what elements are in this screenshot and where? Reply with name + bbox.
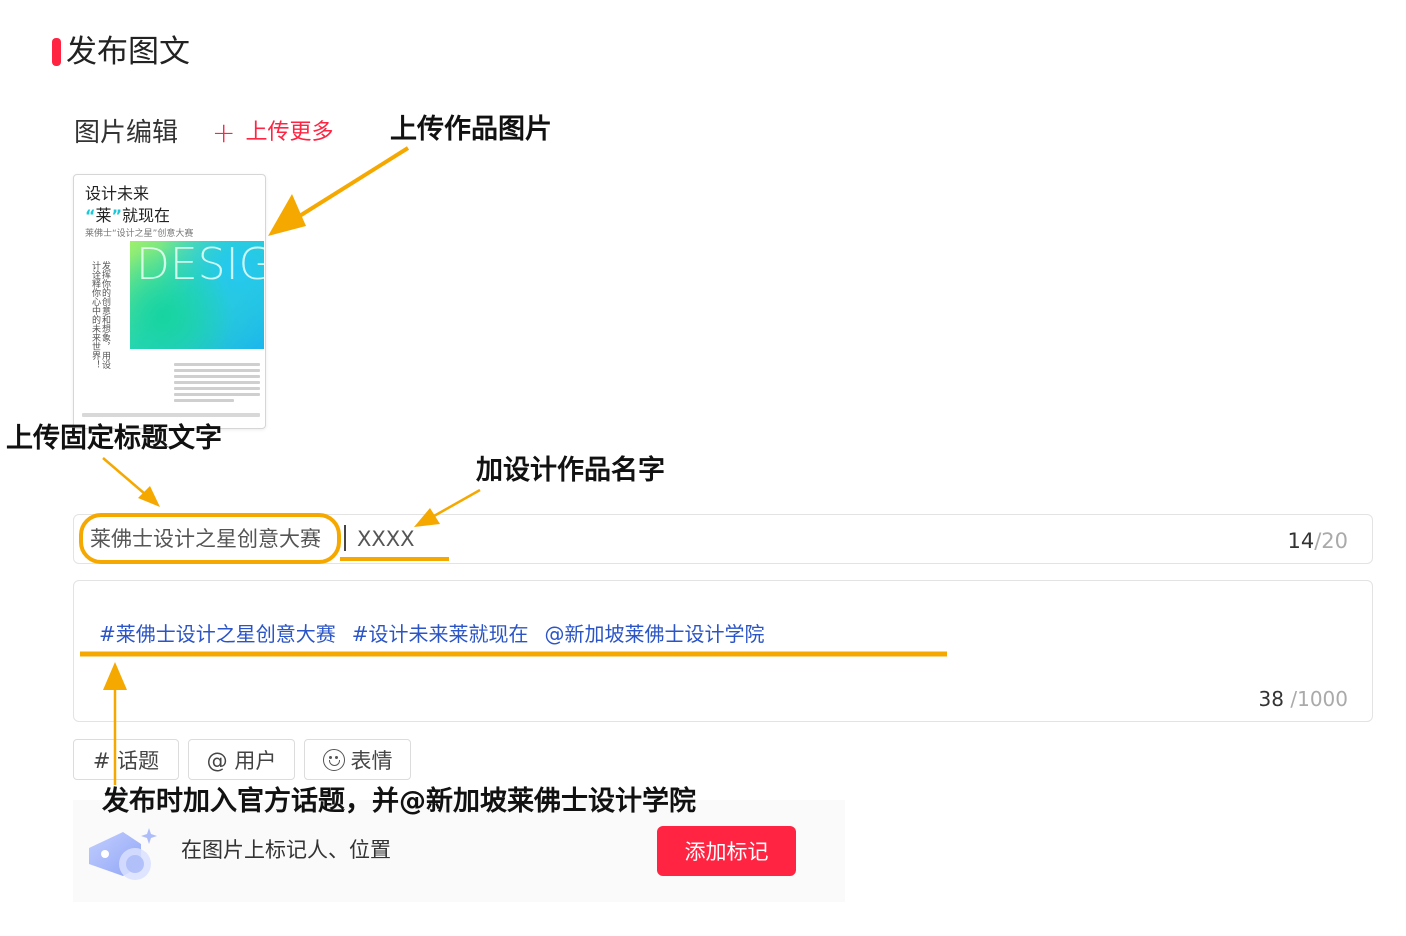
image-section-title: 图片编辑 xyxy=(74,118,179,148)
plus-icon: + xyxy=(212,116,236,149)
poster-vertical-text: 发挥你的创意和想象，用设计诠释你心中的未来世界！ xyxy=(90,261,110,369)
emoji-label: 表情 xyxy=(350,748,393,773)
annotation-official-topic: 发布时加入官方话题，并@新加坡莱佛士设计学院 xyxy=(102,786,696,817)
mark-hint: 在图片上标记人、位置 xyxy=(181,838,391,862)
poster-footer xyxy=(82,413,260,417)
mention-tag[interactable]: @新加坡莱佛士设计学院 xyxy=(544,622,765,646)
smile-icon xyxy=(322,748,345,771)
annotation-upload-image: 上传作品图片 xyxy=(390,114,552,145)
add-mark-button[interactable]: 添加标记 xyxy=(657,826,796,876)
title-input[interactable]: 莱佛士设计之星创意大赛 XXXX 14/20 xyxy=(73,514,1373,564)
annotation-arrowhead xyxy=(268,194,306,236)
body-textarea[interactable]: #莱佛士设计之星创意大赛 #设计未来莱就现在 @新加坡莱佛士设计学院 38 /1… xyxy=(73,580,1373,722)
upload-more-button[interactable]: + 上传更多 xyxy=(212,117,333,149)
title-accent-bar xyxy=(52,38,61,66)
title-char-count: 14/20 xyxy=(1287,529,1348,553)
poster-artwork: DESIGN xyxy=(130,241,265,349)
text-cursor xyxy=(344,525,346,551)
annotation-fixed-title: 上传固定标题文字 xyxy=(6,423,222,454)
poster-fineprint xyxy=(174,363,260,405)
body-char-count: 38 /1000 xyxy=(1258,687,1348,711)
topic-button[interactable]: # 话题 xyxy=(73,739,179,780)
annotation-arrow xyxy=(102,457,146,495)
poster-headline: 设计未来 xyxy=(85,184,150,203)
title-fixed-text: 莱佛士设计之星创意大赛 xyxy=(90,527,321,551)
tag-location-icon xyxy=(89,828,157,880)
emoji-button[interactable]: 表情 xyxy=(304,739,411,780)
title-value: XXXX xyxy=(357,527,415,551)
upload-more-label: 上传更多 xyxy=(245,120,334,145)
topic-tag[interactable]: #莱佛士设计之星创意大赛 xyxy=(99,622,336,646)
annotation-work-name: 加设计作品名字 xyxy=(476,455,665,486)
page-title: 发布图文 xyxy=(66,34,190,70)
annotation-arrowhead xyxy=(138,486,160,507)
mention-user-button[interactable]: @ 用户 xyxy=(188,739,295,780)
mark-panel: 在图片上标记人、位置 添加标记 xyxy=(73,800,845,902)
tag-line: #莱佛士设计之星创意大赛 #设计未来莱就现在 @新加坡莱佛士设计学院 xyxy=(99,619,765,649)
poster-headline-2: “莱”就现在 xyxy=(85,206,171,225)
topic-tag[interactable]: #设计未来莱就现在 xyxy=(351,622,529,646)
image-thumbnail[interactable]: 设计未来 “莱”就现在 莱佛士“设计之星”创意大赛 DESIGN 发挥你的创意和… xyxy=(73,174,266,429)
poster-subtitle: 莱佛士“设计之星”创意大赛 xyxy=(85,229,194,239)
annotation-arrow xyxy=(433,488,481,518)
annotation-arrow xyxy=(288,146,410,224)
